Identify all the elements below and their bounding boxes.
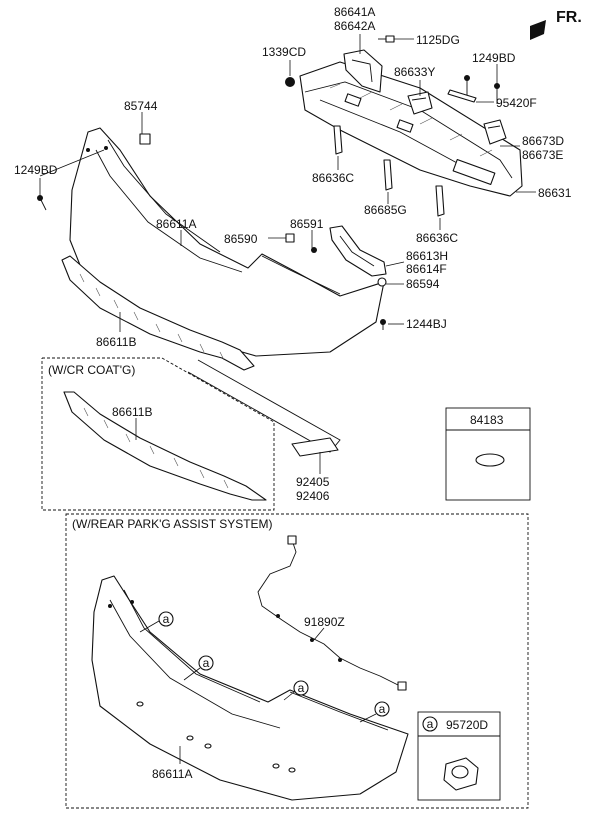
skirt-86611B-top [61, 255, 255, 371]
bracket-86685G [383, 159, 393, 191]
label-86613H: 86613H [406, 249, 448, 263]
label-86594: 86594 [406, 277, 440, 291]
bracket-86636C-a [333, 125, 343, 155]
label-1249BD-top: 1249BD [472, 51, 516, 65]
label-86673E: 86673E [522, 148, 563, 162]
bolt-1249BD-top-icon [464, 75, 500, 104]
chrome-strip-92405 [187, 359, 341, 457]
bolt-1249BD-left-icon [37, 195, 47, 211]
label-84183: 84183 [470, 413, 504, 427]
bracket-86613H [329, 225, 387, 277]
label-86673D: 86673D [522, 134, 564, 148]
fastener-86590-icon [285, 233, 295, 243]
label-86611B-box: 86611B [112, 405, 152, 419]
sensor-callout-letter: a [427, 717, 434, 731]
label-86611A-top: 86611A [156, 217, 196, 231]
clip-86633Y [407, 91, 433, 115]
label-86591: 86591 [290, 217, 324, 231]
front-direction-label: FR. [556, 9, 582, 26]
plug-84183-icon [475, 453, 505, 467]
label-86631: 86631 [538, 186, 572, 200]
callout-a-4-letter: a [379, 702, 386, 716]
clip-85744 [139, 133, 151, 145]
fastener-86591-icon [311, 247, 317, 253]
label-1339CD: 1339CD [262, 45, 306, 59]
label-86611B-top: 86611B [96, 335, 136, 349]
bumper-cover-86611A-bottom [91, 575, 409, 801]
label-1244BJ: 1244BJ [406, 317, 447, 331]
leader-lines [39, 34, 536, 764]
callout-a-1: a [139, 611, 174, 633]
bumper-beam-86631 [299, 61, 523, 197]
label-86614F: 86614F [406, 262, 447, 276]
wiring-harness-91890Z [257, 535, 407, 691]
label-92405: 92405 [296, 475, 330, 489]
clip-86594-icon [377, 277, 387, 287]
label-86636C-a: 86636C [312, 171, 354, 185]
park-assist-group: (W/REAR PARK'G ASSIST SYSTEM) [65, 513, 529, 809]
part-box-95720D: a 95720D [417, 711, 501, 801]
cr-coating-group: (W/CR COAT'G) [41, 357, 275, 511]
callout-a-2-letter: a [203, 656, 210, 670]
clip-86673D [483, 119, 507, 145]
label-86685G: 86685G [364, 203, 407, 217]
strip-95420F [447, 89, 477, 103]
part-labels: 86641A 86642A 1339CD 1125DG 1249BD 86633… [14, 5, 572, 781]
bracket-86641A [343, 49, 383, 93]
label-86590: 86590 [224, 232, 258, 246]
label-1249BD-left: 1249BD [14, 163, 58, 177]
callout-a-3: a [283, 680, 309, 701]
screw-1244BJ-icon [380, 319, 386, 330]
front-direction-arrow-icon [530, 20, 546, 40]
label-1125DG: 1125DG [416, 33, 460, 47]
label-91890Z: 91890Z [304, 615, 345, 629]
label-95420F: 95420F [496, 96, 537, 110]
parking-sensor-icon [443, 757, 479, 791]
label-86633Y: 86633Y [394, 65, 435, 79]
label-86642A: 86642A [334, 19, 375, 33]
park-assist-label: (W/REAR PARK'G ASSIST SYSTEM) [72, 517, 273, 531]
label-86636C-b: 86636C [416, 231, 458, 245]
part-box-84183: 84183 [445, 407, 531, 501]
callout-a-1-letter: a [163, 612, 170, 626]
label-92406: 92406 [296, 489, 330, 503]
label-86641A: 86641A [334, 5, 375, 19]
bolt-1125DG-icon [378, 35, 395, 43]
nut-1339CD-icon [285, 77, 295, 87]
bracket-86636C-b [435, 185, 445, 217]
label-95720D: 95720D [446, 718, 488, 732]
callout-a-4: a [359, 701, 390, 723]
label-86611A-bottom: 86611A [152, 767, 192, 781]
callout-a-3-letter: a [298, 681, 305, 695]
cr-coating-label: (W/CR COAT'G) [48, 363, 135, 377]
label-85744: 85744 [124, 99, 158, 113]
callout-a-2: a [183, 655, 214, 681]
